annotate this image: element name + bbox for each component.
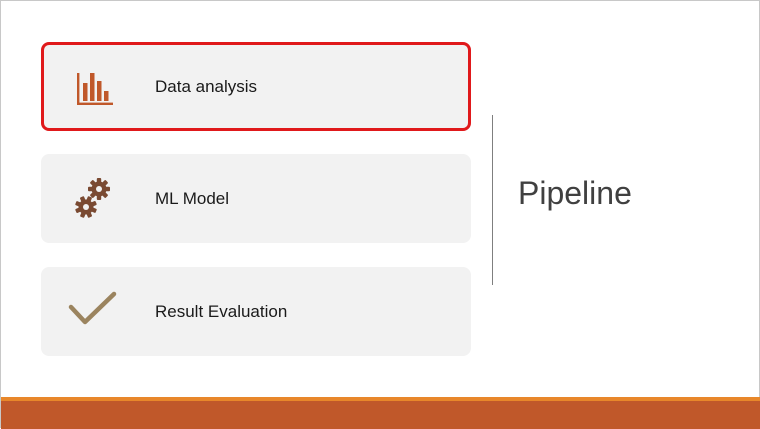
pipeline-item-result-evaluation[interactable]: Result Evaluation <box>41 267 471 356</box>
pipeline-item-ml-model[interactable]: ML Model <box>41 154 471 243</box>
gears-icon <box>75 178 110 218</box>
pipeline-item-label: Data analysis <box>155 77 258 96</box>
pipeline-item-label: ML Model <box>155 189 230 208</box>
checkmark-icon <box>68 291 117 325</box>
bar-chart-icon <box>77 73 113 105</box>
footer-bar <box>1 401 760 429</box>
pipeline-item-data-analysis[interactable]: Data analysis <box>41 42 471 131</box>
page-title: Pipeline <box>518 175 632 211</box>
footer-accent-line <box>1 397 760 401</box>
pipeline-item-label: Result Evaluation <box>155 302 288 321</box>
vertical-divider <box>492 115 493 285</box>
